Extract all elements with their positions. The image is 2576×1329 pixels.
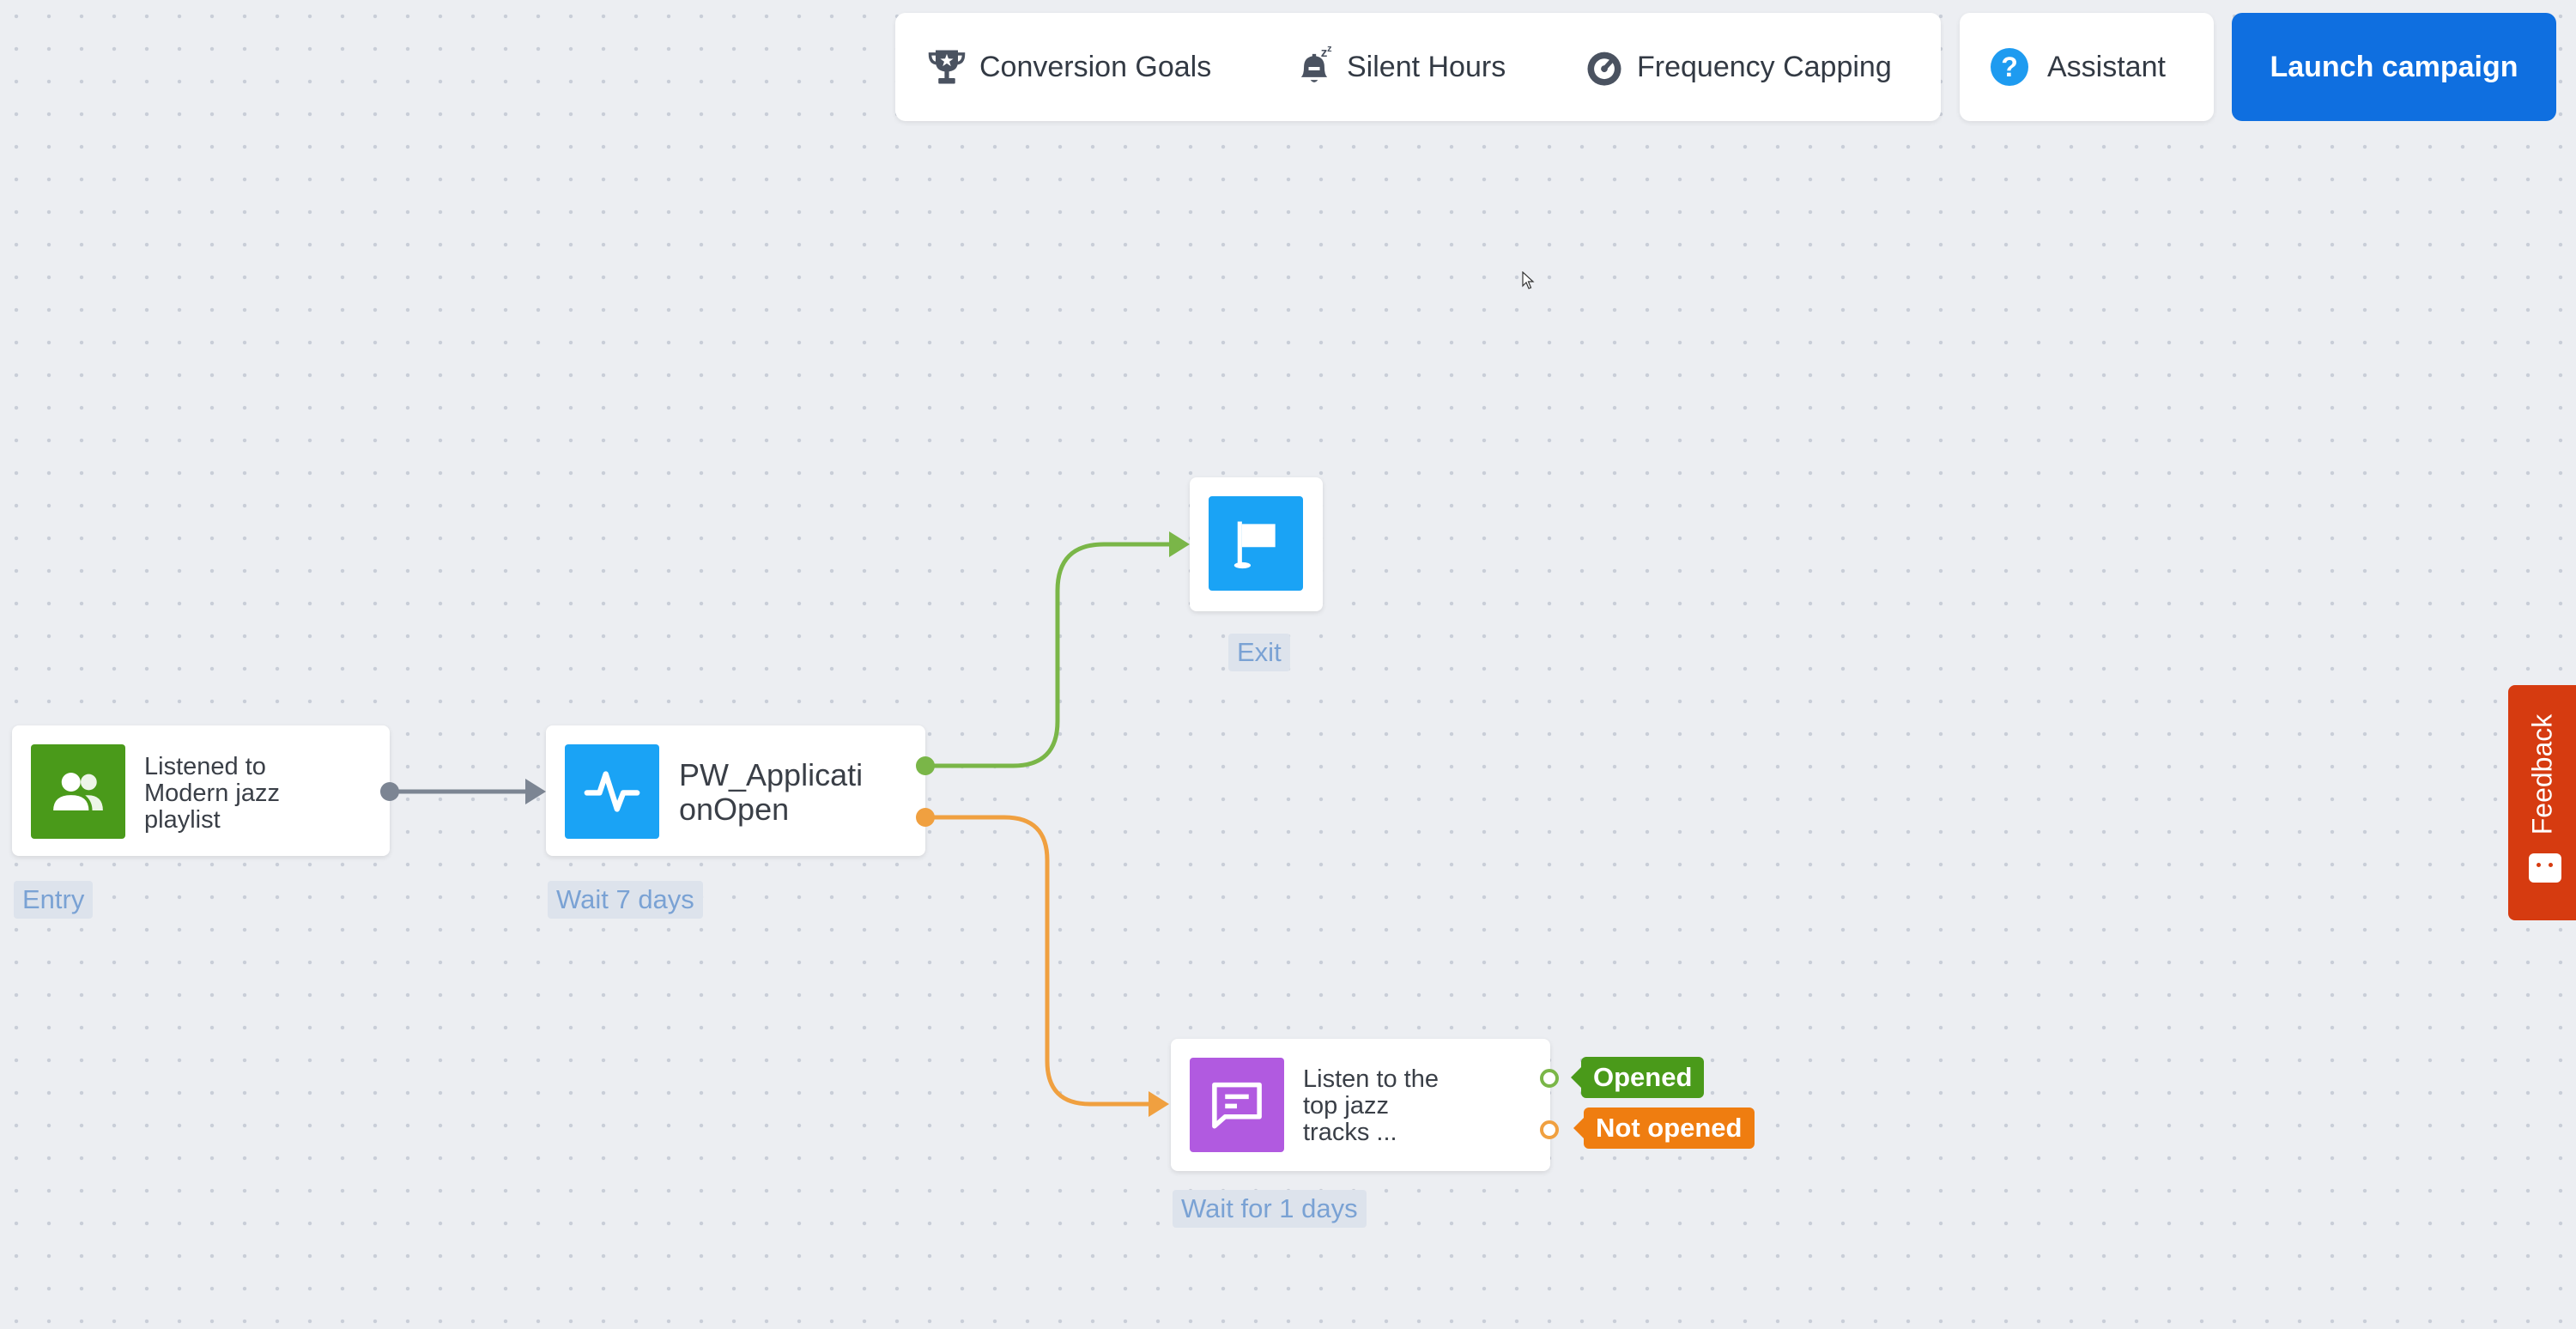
opened-branch-tag[interactable]: Opened — [1570, 1057, 1705, 1098]
assistant-label: Assistant — [2047, 50, 2166, 83]
event-caption: Wait 7 days — [548, 881, 703, 919]
conversion-goals-label: Conversion Goals — [979, 50, 1212, 83]
event-fail-port[interactable] — [916, 808, 935, 827]
frequency-capping-label: Frequency Capping — [1637, 50, 1892, 83]
conversion-goals-button[interactable]: Conversion Goals — [924, 13, 1211, 121]
gauge-icon — [1587, 52, 1621, 86]
assistant-button[interactable]: ? Assistant — [1960, 13, 2214, 121]
message-node-label: Listen to the top jazz tracks ... — [1303, 1065, 1439, 1146]
svg-text:z: z — [1321, 46, 1328, 60]
flag-icon — [1209, 496, 1303, 591]
entry-connector — [390, 779, 546, 804]
trophy-icon — [928, 50, 966, 84]
activity-pulse-icon — [565, 744, 659, 839]
exit-node[interactable] — [1190, 477, 1323, 611]
help-icon: ? — [1991, 48, 2028, 86]
opened-path-connector — [925, 531, 1190, 768]
svg-text:z: z — [1327, 45, 1332, 54]
silent-hours-label: Silent Hours — [1347, 50, 1506, 83]
feedback-face-icon — [2529, 853, 2561, 883]
event-node[interactable]: PW_Applicati onOpen — [546, 725, 925, 856]
not-opened-path-connector — [925, 815, 1169, 1117]
event-success-port[interactable] — [916, 756, 935, 775]
audience-icon — [31, 744, 125, 839]
entry-output-port[interactable] — [380, 782, 399, 801]
launch-campaign-button[interactable]: Launch campaign — [2232, 13, 2556, 121]
feedback-tab[interactable]: Feedback — [2508, 685, 2576, 920]
message-icon — [1190, 1058, 1284, 1152]
not-opened-branch-tag[interactable]: Not opened — [1573, 1108, 1755, 1149]
entry-caption: Entry — [14, 881, 94, 919]
frequency-capping-button[interactable]: Frequency Capping — [1582, 13, 1892, 121]
exit-caption: Exit — [1228, 634, 1290, 671]
silent-hours-button[interactable]: z z Silent Hours — [1292, 13, 1506, 121]
entry-node-label: Listened to Modern jazz playlist — [144, 753, 280, 834]
mouse-cursor-icon — [1522, 271, 1535, 289]
bell-sleep-icon: z z — [1300, 45, 1332, 82]
entry-node[interactable]: Listened to Modern jazz playlist — [12, 725, 390, 856]
not-opened-port[interactable] — [1540, 1120, 1559, 1139]
message-caption: Wait for 1 days — [1173, 1190, 1367, 1228]
campaign-toolbar: Conversion Goals z z Silent Hours Freque… — [895, 13, 1941, 121]
opened-port[interactable] — [1540, 1069, 1559, 1088]
feedback-label: Feedback — [2526, 713, 2557, 835]
event-node-label: PW_Applicati onOpen — [679, 757, 864, 827]
message-node[interactable]: Listen to the top jazz tracks ... — [1171, 1039, 1550, 1171]
